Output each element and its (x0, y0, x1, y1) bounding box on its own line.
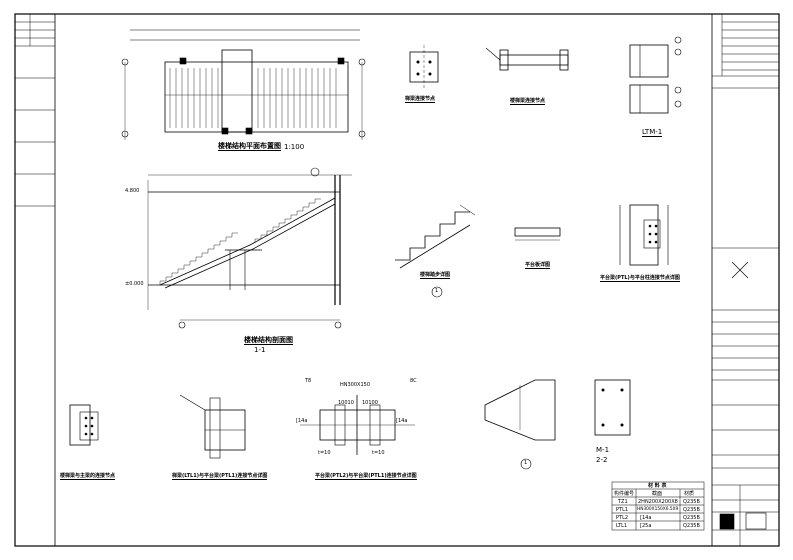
m1-plate (594, 379, 631, 436)
t10-right: t=10 (372, 450, 385, 456)
node1-title: 梯梁连接节点 (405, 96, 436, 103)
table-row-0-code: TZ1 (618, 499, 628, 505)
ltl-ptl-title: 梯梁(LTL1)与平台梁(PTL1)连接节点详图 (172, 473, 268, 480)
t8-label: T8 (305, 378, 312, 384)
mark-1-bottom: 1 (524, 460, 528, 466)
table-row-2-material: Q235B (683, 515, 700, 521)
dim-1: 10010 (338, 400, 354, 406)
title-block (711, 13, 780, 547)
table-row-3-code: LTL1 (616, 523, 628, 529)
ptl-col-title: 平台梁(PTL)与平台柱连接节点详图 (600, 275, 680, 282)
table-row-1-section: HN300X150X6.5X9 (637, 507, 679, 512)
step-title: 楼梯踏步详图 (420, 272, 451, 279)
left-strip-rows (15, 14, 55, 207)
plan-scale: 1:100 (284, 143, 305, 151)
stair-joint-detail (484, 379, 556, 470)
bc-label: 8C (410, 378, 417, 384)
t10-left: t=10 (318, 450, 331, 456)
section-view (147, 167, 352, 329)
ltm1-detail (629, 36, 682, 114)
table-row-0-section: 2HN200X200X8 (638, 499, 678, 505)
hn-label: HN300X150 (340, 382, 371, 388)
elev-label: 4.800 (125, 188, 140, 194)
table-row-3-material: Q235B (683, 523, 700, 529)
platform-title: 平台板详图 (525, 262, 551, 269)
elev0-label: ±0.000 (125, 281, 144, 287)
table-header-material: 材质 (684, 491, 695, 497)
stamp-box (745, 512, 767, 530)
c14a-right: [14a (396, 418, 408, 424)
table-row-2-code: PTL2 (616, 515, 629, 521)
ptl2-ptl1-detail (300, 395, 415, 455)
table-row-1-code: PTL1 (616, 507, 629, 513)
base-title: 楼梯梁与主梁的连接节点 (60, 473, 116, 480)
c14a-left: [14a (296, 418, 308, 424)
material-table-title: 材 料 表 (648, 483, 667, 489)
base-node-detail (69, 404, 99, 446)
table-row-2-section: [14a (640, 515, 652, 521)
table-row-1-material: Q235B (683, 507, 700, 513)
node-square-detail (409, 45, 439, 90)
section-mark: 1-1 (254, 346, 266, 354)
table-row-3-section: [25a (640, 523, 652, 529)
step-mark: 1 (435, 288, 439, 294)
material-table-frame (611, 481, 705, 531)
logo-box (719, 513, 735, 530)
left-strip (14, 13, 56, 547)
company-logo-icon (731, 261, 749, 279)
beam-detail (485, 47, 569, 71)
section-title: 楼梯结构剖面图 (244, 336, 293, 345)
step-detail (395, 204, 476, 298)
ptl2-ptl1-title: 平台梁(PTL2)与平台梁(PTL1)连接节点详图 (315, 473, 417, 480)
plan-view (121, 29, 366, 140)
platform-plate-detail (514, 227, 561, 241)
ltm-label: LTM-1 (642, 128, 663, 137)
m1-label: M-1 (596, 446, 610, 454)
m1-sub: 2-2 (596, 456, 608, 464)
table-row-0-material: Q235B (683, 499, 700, 505)
plan-title: 楼梯结构平面布置图 (218, 142, 281, 151)
table-header-code: 构件编号 (614, 491, 635, 497)
ltl-ptl-detail (179, 394, 246, 459)
table-header-section: 截面 (652, 491, 663, 497)
ptl-column-node (619, 204, 669, 266)
node2-title: 楼梯梁连接节点 (510, 98, 546, 105)
dim-2: 10100 (362, 400, 378, 406)
title-block-rows (712, 14, 779, 546)
